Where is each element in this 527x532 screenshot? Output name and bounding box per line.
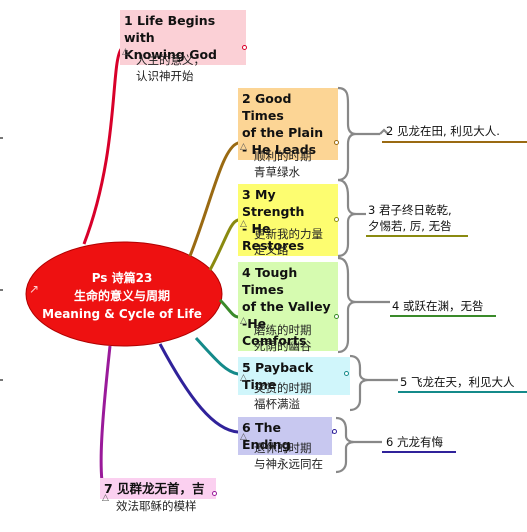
link-branch-4 — [218, 298, 336, 319]
branch-node-6[interactable]: 6 The Ending — [238, 417, 332, 455]
triangle-icon: △ — [240, 316, 247, 326]
branch-node-1[interactable]: 1 Life Begins with Knowing God — [120, 10, 246, 65]
collapse-dot[interactable] — [334, 140, 339, 145]
bracket-4 — [337, 256, 390, 354]
branch-detail-3: 更新我的力量 走义路 — [254, 227, 323, 257]
triangle-icon: △ — [240, 373, 247, 383]
branch-detail-7: 效法耶稣的模样 — [116, 499, 197, 513]
triangle-icon: △ — [240, 432, 247, 442]
link-branch-5 — [194, 336, 346, 376]
triangle-icon: △ — [122, 47, 129, 57]
bracket-2 — [337, 86, 389, 182]
branch-node-5[interactable]: 5 Payback Time — [238, 357, 350, 395]
side-note-3: 3 君子终日乾乾, 夕惕若, 厉, 无咎 — [368, 203, 452, 233]
link-branch-1 — [82, 46, 244, 245]
side-note-4: 4 或跃在渊，无咎 — [392, 299, 484, 313]
branch-detail-1: 人生的意义， 认识神开始 — [136, 53, 205, 83]
bracket-3 — [337, 178, 366, 258]
branch-detail-4: 磨练的时期 死荫的幽谷 — [254, 323, 312, 353]
branch-node-3[interactable]: 3 My Strength - He Restores — [238, 184, 338, 256]
link-branch-3 — [208, 218, 336, 271]
bracket-5 — [349, 354, 398, 412]
collapse-dot[interactable] — [344, 371, 349, 376]
link-branch-7 — [99, 345, 214, 496]
collapse-dot[interactable] — [212, 491, 217, 496]
side-note-2: 2 见龙在田, 利见大人. — [386, 124, 500, 138]
branch-detail-6: 退休的时期 与神永远同在 — [254, 441, 323, 471]
triangle-icon: △ — [240, 142, 247, 152]
branch-node-7[interactable]: 7 见群龙无首，吉 — [100, 478, 216, 499]
collapse-dot[interactable] — [334, 314, 339, 319]
triangle-icon: △ — [102, 493, 109, 503]
expand-arrow-icon: ↗ — [29, 282, 40, 296]
collapse-dot[interactable] — [332, 429, 337, 434]
triangle-icon: △ — [240, 219, 247, 229]
branch-node-2[interactable]: 2 Good Times of the Plain - He Leads — [238, 88, 338, 160]
link-branch-2 — [188, 141, 336, 257]
side-note-6: 6 亢龙有悔 — [386, 435, 443, 449]
branch-detail-2: 顺利的时期 青草绿水 — [254, 149, 312, 179]
collapse-dot[interactable] — [334, 217, 339, 222]
center-node — [25, 241, 223, 347]
branch-node-4[interactable]: 4 Tough Times of the Valley -He Comforts — [238, 262, 338, 351]
collapse-dot[interactable] — [242, 45, 247, 50]
side-note-5: 5 飞龙在天，利见大人 — [400, 375, 515, 389]
bracket-6 — [335, 416, 382, 474]
branch-detail-5: 奖赏的时期 福杯满溢 — [254, 381, 312, 411]
center-title: Ps 诗篇23 生命的意义与周期 Meaning & Cycle of Life — [42, 271, 202, 321]
link-branch-6 — [158, 343, 334, 434]
